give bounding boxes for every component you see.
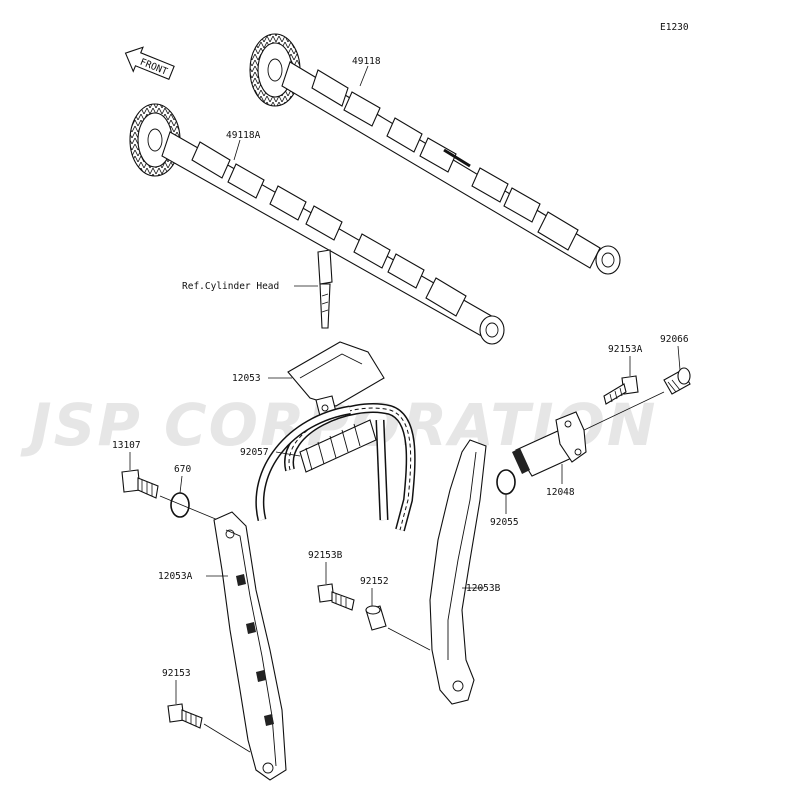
plug-92066 bbox=[663, 367, 691, 395]
label-49118: 49118 bbox=[352, 56, 381, 67]
label-670: 670 bbox=[174, 464, 191, 475]
label-92066: 92066 bbox=[660, 334, 689, 345]
chain-guide-upper bbox=[287, 341, 385, 417]
leader-670 bbox=[179, 475, 183, 494]
collar-92152 bbox=[365, 605, 387, 631]
label-12053b: 12053B bbox=[466, 583, 501, 594]
label-ref-cylinder-head: Ref.Cylinder Head bbox=[182, 281, 279, 292]
bolt-13107 bbox=[121, 469, 159, 499]
cam-chain bbox=[255, 403, 416, 532]
label-92057: 92057 bbox=[240, 447, 269, 458]
camshaft-exhaust bbox=[249, 33, 621, 275]
label-92055: 92055 bbox=[490, 517, 519, 528]
label-92153b: 92153B bbox=[308, 550, 343, 561]
label-49118a: 49118A bbox=[226, 130, 261, 141]
label-92152: 92152 bbox=[360, 576, 389, 587]
label-92153: 92153 bbox=[162, 668, 191, 679]
o-ring-92055 bbox=[496, 469, 516, 495]
leader-92153-axis bbox=[203, 723, 251, 753]
diagram-code: E1230 bbox=[660, 22, 689, 33]
chain-guide-a bbox=[213, 511, 287, 781]
leader-92066 bbox=[677, 345, 681, 371]
bolt-ref-cylinder-head bbox=[317, 249, 333, 329]
bolt-92153b bbox=[317, 583, 355, 611]
label-13107: 13107 bbox=[112, 440, 141, 451]
leader-49118a bbox=[233, 139, 241, 161]
tensioner-12048 bbox=[512, 411, 587, 477]
chain-guide-b bbox=[429, 439, 487, 705]
o-ring-670 bbox=[170, 492, 190, 518]
label-12053: 12053 bbox=[232, 373, 261, 384]
leader-92057 bbox=[275, 451, 301, 457]
leader-92066-axis bbox=[579, 391, 665, 433]
bolt-92153 bbox=[167, 703, 203, 729]
leader-92152-axis bbox=[387, 627, 431, 651]
front-arrow: FRONT bbox=[124, 46, 175, 80]
bolt-92153a bbox=[603, 375, 639, 405]
label-12053a: 12053A bbox=[158, 571, 193, 582]
leader-49118 bbox=[359, 65, 369, 87]
label-12048: 12048 bbox=[546, 487, 575, 498]
label-92153a: 92153A bbox=[608, 344, 643, 355]
camshaft-intake bbox=[129, 103, 505, 345]
